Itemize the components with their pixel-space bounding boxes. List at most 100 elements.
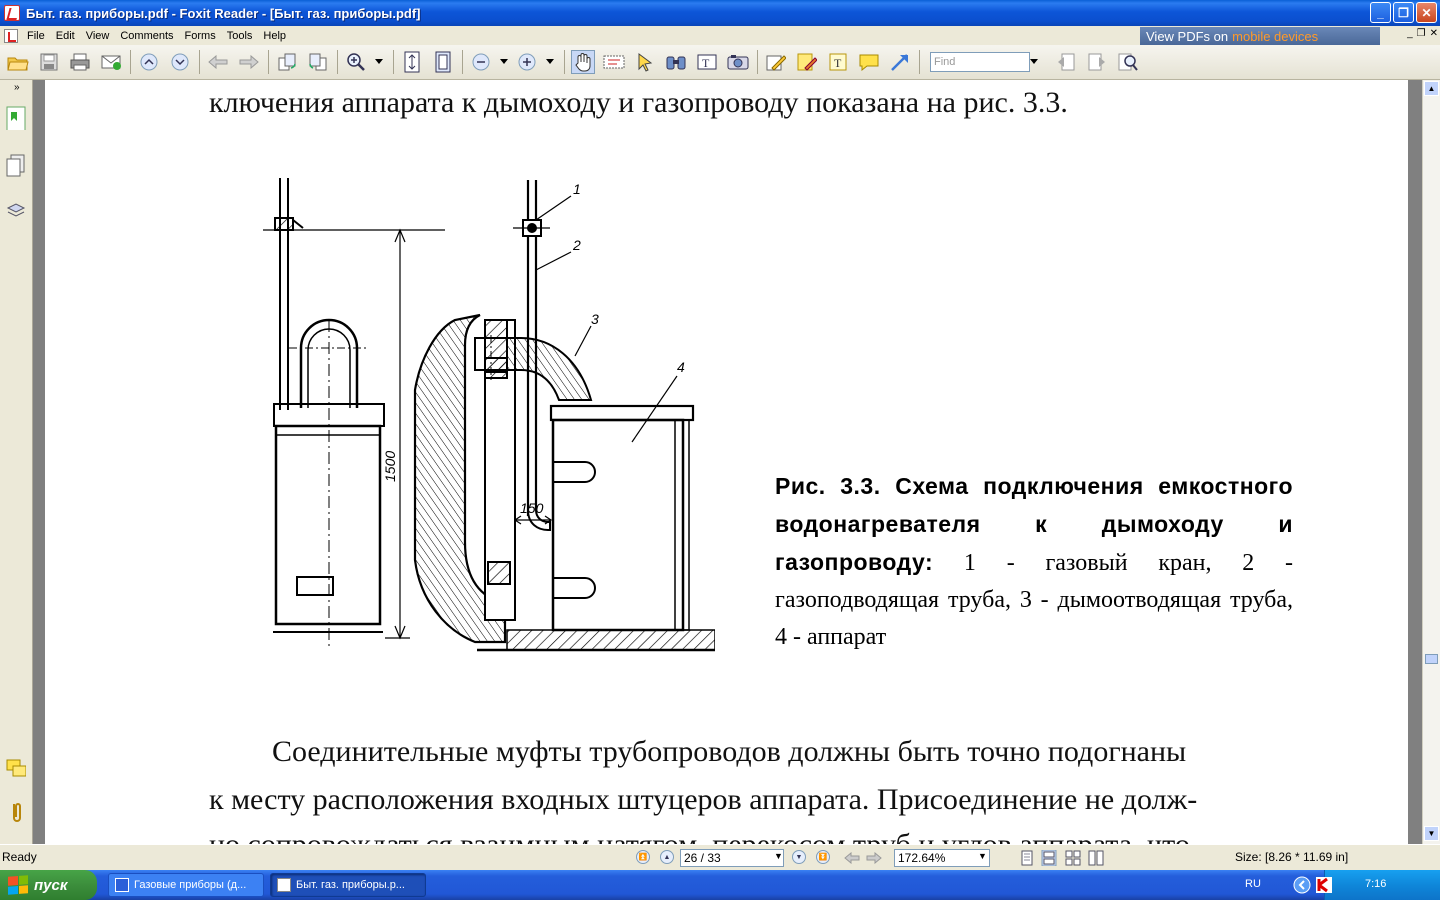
rotate-icon[interactable] (275, 50, 299, 74)
start-label: пуск (34, 876, 68, 894)
zoom-in-icon[interactable] (344, 50, 368, 74)
find-previous-icon[interactable] (1054, 50, 1078, 74)
figure-drawing: 1500 (263, 178, 715, 652)
figure-dim-gap: 150 (520, 500, 544, 516)
save-icon[interactable] (37, 50, 61, 74)
figure-callout-2: 2 (572, 237, 581, 253)
taskbar-item-word[interactable]: Газовые приборы (д... (108, 873, 264, 897)
select-text-icon[interactable] (602, 50, 626, 74)
bookmarks-icon[interactable] (6, 106, 26, 130)
zoom-level-dropdown-icon[interactable]: ▼ (978, 851, 987, 861)
clock: 7:16 (1365, 878, 1387, 890)
taskbar-item-foxit[interactable]: Быт. газ. приборы.р... (270, 873, 426, 897)
single-page-icon[interactable] (1020, 850, 1034, 866)
select-annotation-icon[interactable] (633, 50, 657, 74)
expand-panel-icon[interactable]: » (14, 82, 20, 93)
main-toolbar: T T Find (0, 45, 1440, 80)
menu-bar: File Edit View Comments Forms Tools Help… (0, 26, 1440, 45)
scroll-down-icon[interactable]: ▼ (1424, 826, 1439, 841)
print-icon[interactable] (68, 50, 92, 74)
text-box-icon[interactable]: T (826, 50, 850, 74)
zoom-out-icon[interactable] (469, 50, 493, 74)
doc-minimize-button[interactable]: _ (1407, 28, 1413, 39)
open-icon[interactable] (6, 50, 30, 74)
last-page-icon[interactable]: ⏬ (816, 850, 830, 864)
vertical-scrollbar[interactable]: ▲ ▼ (1422, 80, 1440, 844)
hand-tool-icon[interactable] (571, 50, 595, 74)
typewriter-icon[interactable]: T (695, 50, 719, 74)
menu-file[interactable]: File (27, 29, 45, 42)
next-page-icon[interactable] (168, 50, 192, 74)
doc-close-button[interactable]: ✕ (1429, 28, 1438, 39)
zoom-out-dropdown-icon[interactable] (500, 50, 508, 74)
search-binoculars-icon[interactable] (664, 50, 688, 74)
zoom-level-input[interactable]: 172.64% (894, 849, 990, 867)
menu-help[interactable]: Help (263, 29, 287, 42)
language-indicator[interactable]: RU (1245, 878, 1261, 890)
document-view[interactable]: ключения аппарата к дымоходу и газопрово… (33, 80, 1422, 844)
continuous-page-icon[interactable] (1041, 850, 1057, 866)
find-input[interactable]: Find (930, 52, 1030, 72)
document-icon[interactable] (4, 28, 18, 43)
menu-forms[interactable]: Forms (184, 29, 216, 42)
antivirus-icon[interactable] (1315, 876, 1333, 894)
menu-view[interactable]: View (85, 29, 110, 42)
rotate-counter-icon[interactable] (306, 50, 330, 74)
doc-restore-button[interactable]: ❐ (1416, 28, 1426, 39)
zoom-dropdown-icon[interactable] (375, 50, 383, 74)
fit-page-icon[interactable] (431, 50, 455, 74)
find-dropdown-icon[interactable] (1030, 52, 1040, 72)
page-dropdown-icon[interactable]: ▼ (774, 851, 783, 861)
window-title: Быт. газ. приборы.pdf - Foxit Reader - [… (26, 5, 421, 21)
first-page-icon[interactable]: ⏫ (636, 850, 650, 864)
prev-page-status-icon[interactable]: ▲ (660, 850, 674, 864)
actual-size-icon[interactable] (400, 50, 424, 74)
sign-icon[interactable] (764, 50, 788, 74)
previous-page-icon[interactable] (137, 50, 161, 74)
windows-taskbar: пуск Газовые приборы (д... Быт. газ. при… (0, 870, 1440, 900)
menu-tools[interactable]: Tools (226, 29, 253, 42)
history-forward-icon[interactable] (866, 852, 882, 864)
back-arrow-icon[interactable] (206, 50, 230, 74)
close-button[interactable]: ✕ (1416, 2, 1437, 23)
foxit-app-icon[interactable] (4, 5, 20, 21)
scroll-up-icon[interactable]: ▲ (1424, 81, 1439, 96)
comments-panel-icon[interactable] (6, 758, 26, 782)
attachments-icon[interactable] (6, 800, 26, 824)
layers-icon[interactable] (6, 198, 26, 222)
figure-callout-4: 4 (677, 359, 685, 375)
history-back-icon[interactable] (844, 852, 860, 864)
page-text-top-line: ключения аппарата к дымоходу и газопрово… (209, 86, 1068, 119)
zoom-plus-icon[interactable] (515, 50, 539, 74)
promo-banner[interactable]: View PDFs on mobile devices (1140, 27, 1380, 45)
comment-icon[interactable] (857, 50, 881, 74)
email-icon[interactable] (99, 50, 123, 74)
snapshot-icon[interactable] (726, 50, 750, 74)
figure-caption-title: Рис. 3.3. Схема подключения емкостного в… (775, 473, 1293, 575)
facing-pages-icon[interactable] (1065, 850, 1081, 866)
page-number-input[interactable]: 26 / 33 (680, 849, 784, 867)
taskbar-item-label: Быт. газ. приборы.р... (296, 879, 405, 891)
start-button[interactable]: пуск (0, 870, 97, 900)
arrow-tool-icon[interactable] (888, 50, 912, 74)
tray-expand-icon[interactable] (1293, 876, 1311, 894)
restore-button[interactable]: ❐ (1393, 2, 1414, 23)
minimize-button[interactable]: _ (1370, 2, 1391, 23)
navigation-panel: » (0, 80, 33, 844)
forward-arrow-icon[interactable] (237, 50, 261, 74)
toolbar-separator (268, 50, 269, 74)
note-pencil-icon[interactable] (795, 50, 819, 74)
title-bar[interactable]: Быт. газ. приборы.pdf - Foxit Reader - [… (0, 0, 1440, 26)
menu-edit[interactable]: Edit (55, 29, 75, 42)
figure-dim-height: 1500 (382, 451, 398, 482)
find-next-icon[interactable] (1085, 50, 1109, 74)
pages-icon[interactable] (6, 154, 26, 178)
continuous-facing-icon[interactable] (1088, 850, 1104, 866)
zoom-plus-dropdown-icon[interactable] (546, 50, 554, 74)
menu-comments[interactable]: Comments (120, 29, 174, 42)
toolbar-separator (757, 50, 758, 74)
search-icon[interactable] (1116, 50, 1140, 74)
scroll-thumb[interactable] (1425, 654, 1438, 664)
figure-caption-body: 1 - газовый кран, 2 - газоподводящая тру… (775, 550, 1293, 650)
next-page-status-icon[interactable]: ▼ (792, 850, 806, 864)
